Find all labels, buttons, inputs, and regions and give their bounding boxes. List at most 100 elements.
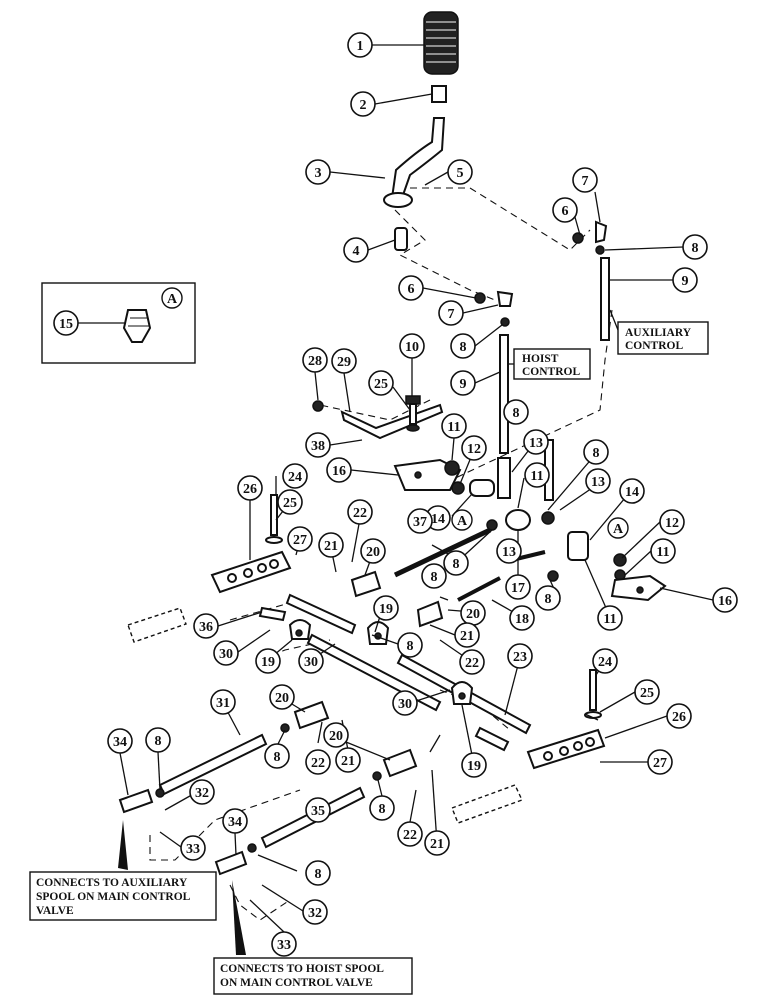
svg-text:8: 8 bbox=[431, 570, 438, 585]
svg-text:7: 7 bbox=[582, 174, 589, 189]
svg-text:25: 25 bbox=[283, 496, 297, 511]
callout-8e: 8 bbox=[535, 585, 561, 611]
svg-text:21: 21 bbox=[341, 754, 355, 769]
callout-3: 3 bbox=[305, 159, 331, 185]
callout-16a: 16 bbox=[326, 457, 352, 483]
callout-14b: 14 bbox=[425, 505, 451, 531]
svg-text:5: 5 bbox=[457, 166, 464, 181]
callout-34b: 34 bbox=[222, 808, 248, 834]
callout-5: 5 bbox=[447, 159, 473, 185]
callout-17: 17 bbox=[505, 574, 531, 600]
svg-text:22: 22 bbox=[403, 828, 417, 843]
callout-32b: 32 bbox=[302, 899, 328, 925]
svg-text:27: 27 bbox=[653, 756, 667, 771]
auxiliary-control-label: AUXILIARY CONTROL bbox=[609, 309, 709, 355]
callout-16b: 16 bbox=[712, 587, 738, 613]
svg-text:8: 8 bbox=[274, 750, 281, 765]
svg-text:CONNECTS TO AUXILIARY: CONNECTS TO AUXILIARY bbox=[36, 877, 188, 889]
callout-20d: 20 bbox=[323, 722, 349, 748]
svg-text:4: 4 bbox=[353, 244, 360, 259]
callout-8g: 8 bbox=[421, 563, 447, 589]
svg-text:7: 7 bbox=[448, 307, 455, 322]
callout-24b: 24 bbox=[592, 648, 618, 674]
callout-27b: 27 bbox=[647, 749, 673, 775]
svg-text:20: 20 bbox=[466, 607, 480, 622]
callout-1: 1 bbox=[347, 32, 373, 58]
callout-21a: 21 bbox=[318, 532, 344, 558]
callout-38: 38 bbox=[305, 432, 331, 458]
svg-text:9: 9 bbox=[682, 274, 689, 289]
svg-text:34: 34 bbox=[113, 735, 127, 750]
svg-text:8: 8 bbox=[453, 557, 460, 572]
callout-6a: 6 bbox=[552, 197, 578, 223]
callout-8j: 8 bbox=[145, 727, 171, 753]
svg-text:2: 2 bbox=[360, 98, 367, 113]
svg-text:8: 8 bbox=[460, 340, 467, 355]
svg-text:35: 35 bbox=[311, 804, 325, 819]
callout-13b: 13 bbox=[585, 468, 611, 494]
callout-12a: 12 bbox=[461, 435, 487, 461]
svg-text:HOIST: HOIST bbox=[522, 353, 559, 365]
svg-text:8: 8 bbox=[407, 639, 414, 654]
callout-34a: 34 bbox=[107, 728, 133, 754]
callout-24a: 24 bbox=[282, 463, 308, 489]
svg-text:20: 20 bbox=[366, 545, 380, 560]
coupler-36 bbox=[258, 606, 287, 622]
svg-text:33: 33 bbox=[277, 938, 291, 953]
svg-text:36: 36 bbox=[199, 620, 213, 635]
callout-10: 10 bbox=[399, 333, 425, 359]
callout-22b: 22 bbox=[459, 649, 485, 675]
svg-text:VALVE: VALVE bbox=[36, 905, 74, 917]
svg-text:14: 14 bbox=[431, 512, 445, 527]
side-plate-left bbox=[210, 550, 292, 594]
svg-text:37: 37 bbox=[413, 515, 427, 530]
callout-25a: 25 bbox=[368, 370, 394, 396]
handle-sleeve bbox=[431, 85, 447, 103]
svg-text:21: 21 bbox=[324, 539, 338, 554]
svg-text:30: 30 bbox=[219, 647, 233, 662]
detail-marker-left: A bbox=[451, 509, 473, 531]
callout-28: 28 bbox=[302, 347, 328, 373]
svg-text:6: 6 bbox=[408, 282, 415, 297]
callout-8c: 8 bbox=[503, 399, 529, 425]
svg-text:13: 13 bbox=[529, 436, 543, 451]
callout-8h: 8 bbox=[397, 632, 423, 658]
svg-text:12: 12 bbox=[665, 516, 679, 531]
svg-text:A: A bbox=[167, 292, 178, 307]
lever-pin bbox=[394, 227, 408, 251]
callout-29: 29 bbox=[331, 348, 357, 374]
svg-text:22: 22 bbox=[465, 656, 479, 671]
control-lever bbox=[383, 117, 446, 208]
callout-2: 2 bbox=[350, 91, 376, 117]
callout-35: 35 bbox=[305, 797, 331, 823]
callout-25b: 25 bbox=[277, 489, 303, 515]
svg-text:CONTROL: CONTROL bbox=[522, 366, 580, 378]
callout-22a: 22 bbox=[347, 499, 373, 525]
svg-text:CONNECTS TO HOIST SPOOL: CONNECTS TO HOIST SPOOL bbox=[220, 963, 384, 975]
svg-text:22: 22 bbox=[311, 756, 325, 771]
callout-30c: 30 bbox=[392, 690, 418, 716]
auxiliary-spool-note: CONNECTS TO AUXILIARY SPOOL ON MAIN CONT… bbox=[29, 820, 217, 921]
bolt-24-left bbox=[265, 494, 283, 544]
svg-text:8: 8 bbox=[545, 592, 552, 607]
svg-text:10: 10 bbox=[405, 340, 419, 355]
svg-text:1: 1 bbox=[357, 39, 364, 54]
callout-7a: 7 bbox=[572, 167, 598, 193]
callout-19c: 19 bbox=[461, 752, 487, 778]
svg-text:32: 32 bbox=[308, 906, 322, 921]
callout-33b: 33 bbox=[271, 931, 297, 957]
callout-8k: 8 bbox=[369, 795, 395, 821]
callout-11c: 11 bbox=[650, 538, 676, 564]
svg-text:13: 13 bbox=[591, 475, 605, 490]
svg-text:3: 3 bbox=[315, 166, 322, 181]
svg-text:21: 21 bbox=[430, 837, 444, 852]
callout-13c: 13 bbox=[496, 538, 522, 564]
callout-20a: 20 bbox=[460, 600, 486, 626]
callout-27a: 27 bbox=[287, 526, 313, 552]
svg-text:18: 18 bbox=[515, 612, 529, 627]
callout-22d: 22 bbox=[397, 821, 423, 847]
callout-15: 15 bbox=[53, 310, 79, 336]
callout-19a: 19 bbox=[255, 648, 281, 674]
svg-text:26: 26 bbox=[672, 710, 686, 725]
callout-11d: 11 bbox=[597, 605, 623, 631]
